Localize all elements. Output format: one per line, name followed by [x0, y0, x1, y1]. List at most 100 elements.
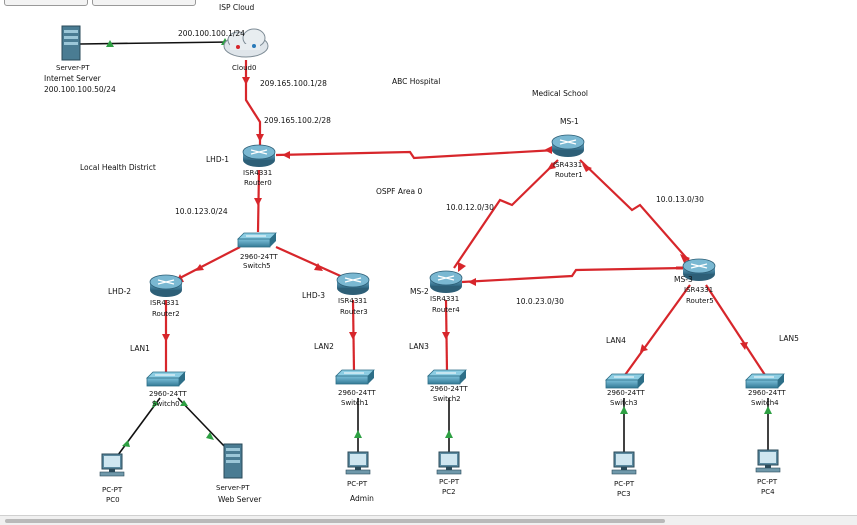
pc4-name: PC4 — [761, 488, 775, 496]
router4-name: Router4 — [432, 306, 460, 314]
router-icon[interactable] — [242, 144, 276, 167]
router0-model: ISR4331 — [243, 169, 272, 177]
pc-icon[interactable] — [611, 451, 637, 475]
link-down-indicator — [458, 262, 466, 272]
router-icon[interactable] — [551, 134, 585, 157]
label-lan1: LAN1 — [130, 344, 150, 353]
router-icon[interactable] — [429, 270, 463, 293]
router0-name: Router0 — [244, 179, 272, 187]
pc2-type: PC-PT — [439, 478, 460, 486]
router2-role: LHD-2 — [108, 287, 131, 296]
label-abc-hospital: ABC Hospital — [392, 77, 440, 86]
label-link-top1: 209.165.100.1/28 — [260, 79, 327, 88]
link-up-indicator — [180, 400, 188, 406]
router-icon[interactable] — [149, 274, 183, 297]
label-net-123: 10.0.123.0/24 — [175, 207, 228, 216]
link-down-indicator — [468, 278, 476, 286]
link-down-indicator — [740, 342, 748, 350]
pc3-name: PC3 — [617, 490, 631, 498]
web-server-icon[interactable] — [223, 443, 243, 479]
router4-model: ISR4331 — [430, 295, 459, 303]
label-lan4: LAN4 — [606, 336, 626, 345]
switch-icon[interactable] — [237, 232, 277, 248]
pc3-type: PC-PT — [614, 480, 635, 488]
pc2-name: PC2 — [442, 488, 456, 496]
router0-role: LHD-1 — [206, 155, 229, 164]
switch5-model: 2960-24TT — [240, 253, 278, 261]
link-up-indicator — [354, 430, 362, 438]
label-cloud-name: Cloud0 — [232, 64, 256, 72]
label-lan2: LAN2 — [314, 342, 334, 351]
label-internet-server-ip: 200.100.100.50/24 — [44, 85, 116, 94]
pc-icon[interactable] — [436, 451, 462, 475]
label-link-top2: 209.165.100.2/28 — [264, 116, 331, 125]
switch-icon[interactable] — [427, 369, 467, 385]
link-router5-switch3[interactable] — [624, 284, 691, 376]
link-server-cloud[interactable] — [79, 41, 231, 45]
label-internet-server: Internet Server — [44, 74, 102, 83]
switch-icon[interactable] — [146, 371, 186, 387]
router1-role: MS-1 — [560, 117, 579, 126]
switch4-name: Switch4 — [751, 399, 779, 407]
router1-name: Router1 — [555, 171, 583, 179]
link-down-indicator — [242, 77, 250, 85]
link-router1-router4[interactable] — [453, 159, 559, 269]
switch-icon[interactable] — [745, 373, 785, 389]
router5-role: MS-3 — [674, 275, 693, 284]
link-up-indicator — [620, 406, 628, 414]
router2-name: Router2 — [152, 310, 180, 318]
link-up-indicator — [445, 430, 453, 438]
router-icon[interactable] — [336, 272, 370, 295]
link-down-indicator — [256, 134, 264, 142]
pc-icon[interactable] — [99, 453, 125, 477]
link-up-indicator — [152, 400, 159, 408]
switch-icon[interactable] — [335, 369, 375, 385]
link-down-indicator — [547, 162, 556, 170]
scrollbar-thumb[interactable] — [5, 519, 665, 523]
router3-name: Router3 — [340, 308, 368, 316]
switch5-name: Switch5 — [243, 262, 271, 270]
router5-model: ISR4331 — [684, 286, 713, 294]
switch1-model: 2960-24TT — [338, 389, 376, 397]
link-down-indicator — [195, 264, 204, 271]
label-lan5: LAN5 — [779, 334, 799, 343]
pc-icon[interactable] — [755, 449, 781, 473]
label-isp-network: 200.100.100.1/24 — [178, 29, 245, 38]
toolbar-tab-right[interactable] — [92, 0, 196, 6]
link-switch0-webserver[interactable] — [177, 397, 227, 449]
link-down-indicator — [349, 332, 357, 340]
router2-model: ISR4331 — [150, 299, 179, 307]
link-router0-router1[interactable] — [275, 148, 557, 160]
link-router1-router5[interactable] — [579, 159, 691, 263]
webserver-name: Web Server — [218, 495, 262, 504]
link-down-indicator — [582, 164, 592, 172]
isp-cloud-icon[interactable] — [223, 28, 269, 58]
switch-icon[interactable] — [605, 373, 645, 389]
switch4-model: 2960-24TT — [748, 389, 786, 397]
toolbar-tab-left[interactable] — [4, 0, 88, 6]
horizontal-scrollbar[interactable] — [0, 515, 857, 525]
link-up-indicator — [764, 406, 772, 414]
title-isp-cloud: ISP Cloud — [219, 3, 255, 12]
link-switch5-router3[interactable] — [275, 245, 346, 280]
router-icon[interactable] — [682, 258, 716, 281]
label-net-13: 10.0.13.0/30 — [656, 195, 704, 204]
pc-icon[interactable] — [345, 451, 371, 475]
pc4-type: PC-PT — [757, 478, 778, 486]
internet-server-icon[interactable] — [61, 25, 81, 61]
link-down-indicator — [282, 151, 290, 159]
router3-model: ISR4331 — [338, 297, 367, 305]
link-down-indicator — [254, 198, 262, 206]
link-up-indicator — [106, 40, 114, 47]
link-router5-switch4[interactable] — [705, 284, 766, 376]
link-router4-router5[interactable] — [461, 266, 685, 284]
link-down-indicator — [442, 332, 450, 340]
link-down-indicator — [680, 254, 690, 263]
label-net-23: 10.0.23.0/30 — [516, 297, 564, 306]
switch0-name: Switch0 — [152, 400, 180, 408]
link-switch5-router2[interactable] — [175, 246, 241, 281]
link-down-indicator — [162, 334, 170, 342]
admin-name: Admin — [350, 494, 374, 503]
